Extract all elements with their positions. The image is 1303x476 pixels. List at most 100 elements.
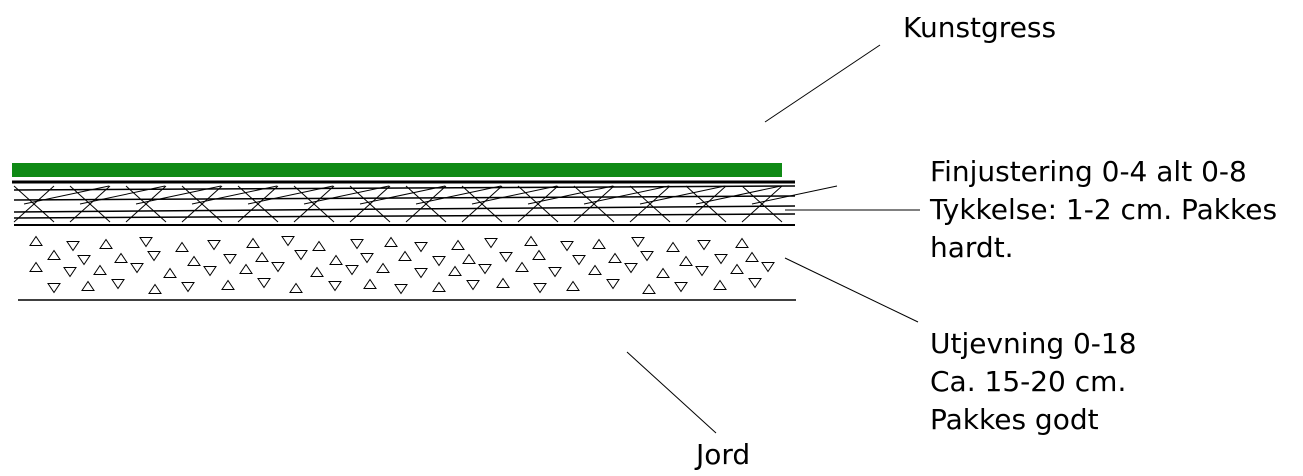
aggregate-triangle-down [203,266,217,277]
aggregate-triangle-down [281,236,295,247]
fine-layer-hatch [405,185,447,223]
aggregate-triangle-down [499,252,513,263]
aggregate-triangle-down [478,264,492,275]
fine-layer-hatch [293,185,335,223]
fine-layer-hatch [685,185,727,223]
aggregate-triangle-up [451,239,465,250]
aggregate-triangle-down [66,241,80,252]
fine-layer-strand [13,205,796,213]
aggregate-triangle-up [93,264,107,275]
label-finjustering-line-2: Tykkelse: 1-2 cm. Pakkes [930,193,1278,226]
label-utjevning-line-2: Ca. 15-20 cm. [930,365,1127,398]
fine-layer-hatch [471,185,558,205]
aggregate-triangle-down [714,254,728,265]
fine-layer-hatch [303,185,390,205]
fine-layer-hatch [517,185,559,223]
fine-layer-strand [13,213,796,219]
aggregate-triangle-up [310,266,324,277]
artificial-grass-layer [12,163,782,177]
aggregate-triangle-up [312,240,326,251]
fine-gravel-layer [12,180,838,226]
aggregate-triangle-up [398,250,412,261]
fine-layer-hatch [69,185,111,223]
aggregate-triangle-down [414,268,428,279]
aggregate-triangle-up [221,279,235,290]
fine-layer-hatch [741,185,783,223]
fine-layer-hatch [629,185,671,223]
aggregate-triangle-down [640,251,654,262]
aggregate-triangle-down [695,266,709,277]
fine-layer-hatch [415,185,502,205]
aggregate-triangle-up [656,267,670,278]
fine-layer-strand [13,195,796,201]
aggregate-triangle-down [394,284,408,295]
aggregate-triangle-down [139,237,153,248]
aggregate-triangle-down [63,267,77,278]
aggregate-triangle-up [29,261,43,272]
aggregate-triangle-down [432,256,446,267]
aggregate-triangle-up [363,278,377,289]
aggregate-triangle-up [566,280,580,291]
aggregate-triangle-down [271,262,285,273]
aggregate-triangle-down [360,253,374,264]
fine-layer-hatch [349,185,391,223]
aggregate-triangle-up [745,251,759,262]
label-utjevning-line-1: Utjevning 0-18 [930,327,1137,360]
fine-layer-hatch [23,185,110,205]
aggregate-triangle-up [666,241,680,252]
aggregate-triangle-down [631,237,645,248]
aggregate-triangle-up [642,283,656,294]
aggregate-triangle-up [329,254,343,265]
aggregate-triangle-up [713,279,727,290]
aggregate-triangle-up [148,283,162,294]
aggregate-triangle-up [175,241,189,252]
aggregate-triangle-up [592,238,606,249]
aggregate-triangle-up [384,236,398,247]
fine-layer-hatch [79,185,166,205]
aggregate-triangle-down [147,251,161,262]
aggregate-triangle-down [414,242,428,253]
fine-layer-hatch [135,185,222,205]
aggregate-triangle-up [255,251,269,262]
aggregate-triangle-down [697,240,711,251]
label-finjustering: Finjustering 0-4 alt 0-8 Tykkelse: 1-2 c… [930,153,1277,267]
aggregate-triangle-up [515,261,529,272]
aggregate-triangle-up [187,255,201,266]
leader-line-jord [626,351,717,434]
aggregate-triangle-up [462,253,476,264]
label-jord-line-1: Jord [696,438,751,471]
fine-layer-hatch [527,185,614,205]
aggregate-triangle-up [524,235,538,246]
aggregate-triangle-up [246,237,260,248]
aggregate-triangle-up [496,277,510,288]
fine-layer-hatch [191,185,278,205]
aggregate-triangle-up [47,249,61,260]
aggregate-triangle-down [207,240,221,251]
aggregate-triangle-down [606,279,620,290]
aggregate-triangle-down [47,283,61,294]
aggregate-triangle-down [548,267,562,278]
aggregate-triangle-up [730,263,744,274]
fine-layer-hatch [359,185,446,205]
aggregate-triangle-down [674,282,688,293]
aggregate-triangle-up [114,252,128,263]
fine-layer-hatch [583,185,670,205]
aggregate-triangle-up [679,255,693,266]
fine-layer-hatch [247,185,334,205]
label-utjevning: Utjevning 0-18 Ca. 15-20 cm. Pakkes godt [930,325,1137,439]
aggregate-triangle-down [77,255,91,266]
aggregate-triangle-down [328,281,342,292]
fine-layer-hatch [13,185,55,223]
fine-layer-hatch [695,185,782,205]
label-utjevning-line-3: Pakkes godt [930,403,1099,436]
aggregate-triangle-down [111,279,125,290]
aggregate-triangle-up [289,282,303,293]
aggregate-triangle-down [181,282,195,293]
aggregate-triangle-down [257,278,271,289]
label-finjustering-line-3: hardt. [930,231,1014,264]
fine-layer-hatch [237,185,279,223]
aggregate-triangle-up [81,280,95,291]
fine-layer-strand [13,185,796,191]
aggregate-triangle-down [130,263,144,274]
